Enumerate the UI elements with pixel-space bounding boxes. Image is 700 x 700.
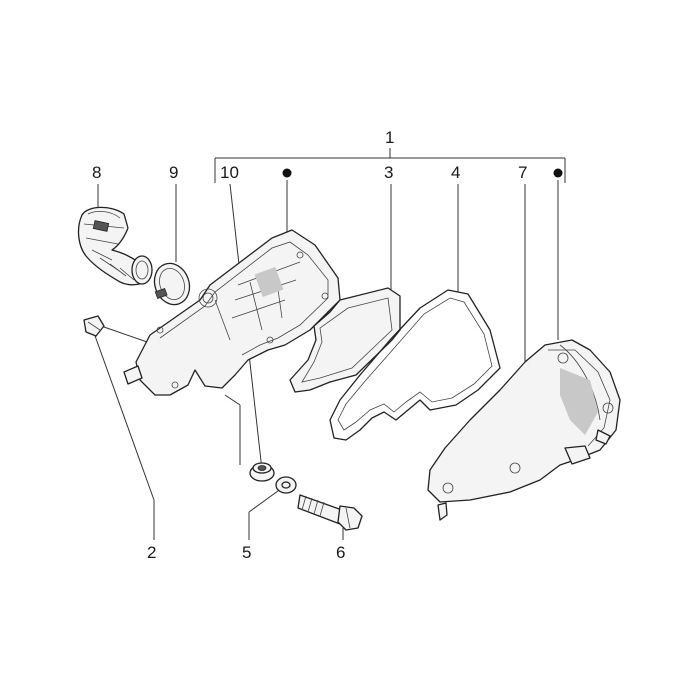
callout-9: 9 (169, 163, 178, 182)
gasket (329, 289, 501, 441)
callout-3: 3 (384, 163, 393, 182)
callout-2: 2 (147, 543, 156, 562)
callout-10: 10 (220, 163, 239, 182)
intake-hose (77, 206, 153, 286)
spring-clip (83, 315, 105, 337)
callout-8: 8 (92, 163, 101, 182)
callout-1: 1 (385, 128, 394, 147)
callout-4: 4 (451, 163, 460, 182)
bullet-marker-cover (553, 168, 563, 178)
lower-case (123, 229, 341, 396)
bullet-marker-lower-case (282, 168, 292, 178)
callout-7: 7 (518, 163, 527, 182)
air-cleaner-cover (427, 339, 621, 521)
hose-clamp (153, 262, 191, 306)
assembly-bracket (214, 148, 566, 183)
hex-bolt (297, 494, 363, 531)
filter-element (289, 287, 401, 393)
rubber-grommet (249, 462, 275, 482)
flat-washer (275, 476, 297, 494)
leader-lines (93, 180, 559, 540)
callout-6: 6 (336, 543, 345, 562)
callout-5: 5 (242, 543, 251, 562)
